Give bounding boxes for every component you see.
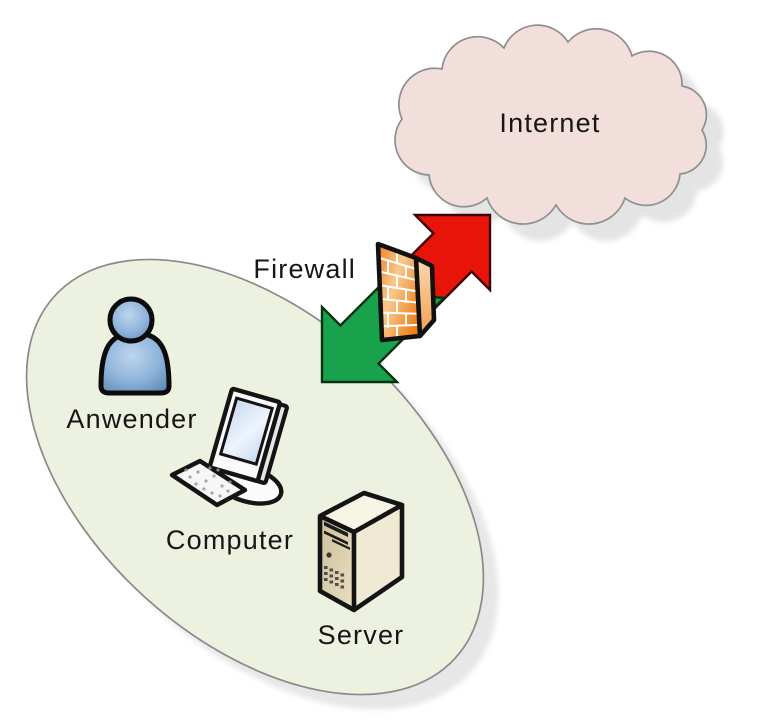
firewall-brick-wall-icon xyxy=(375,241,437,343)
person-head xyxy=(107,296,155,344)
computer-icon xyxy=(169,386,289,508)
user-person-icon xyxy=(98,296,172,396)
computer-label: Computer xyxy=(166,525,294,555)
keyboard-keys xyxy=(184,466,232,498)
cloud-icon xyxy=(394,24,708,225)
monitor-screen xyxy=(218,396,275,466)
anwender-label: Anwender xyxy=(66,404,197,434)
internet-cloud: Internet xyxy=(394,24,724,242)
server-vent-grid xyxy=(324,566,345,589)
server-front-face xyxy=(320,516,354,610)
firewall-brick-lines xyxy=(377,250,421,339)
server-tower-icon xyxy=(317,490,405,613)
person-body xyxy=(98,330,172,396)
server-drive-bays xyxy=(324,521,350,550)
server-top-face xyxy=(320,493,402,532)
server-power-button xyxy=(326,552,332,558)
server-label: Server xyxy=(318,620,405,650)
keyboard xyxy=(169,458,248,508)
firewall-label: Firewall xyxy=(253,254,356,284)
internet-label: Internet xyxy=(499,108,600,138)
